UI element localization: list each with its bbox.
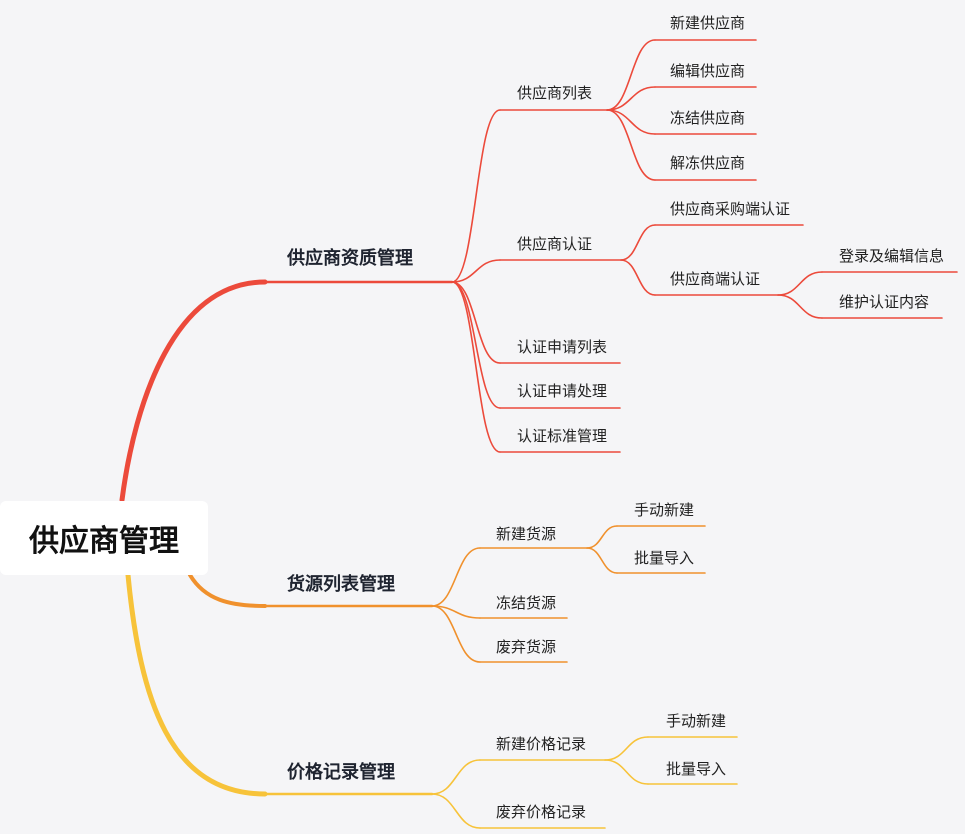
- link-b1-l2-1: [451, 259, 501, 283]
- link-b3-new-0: [604, 736, 649, 761]
- node-purchaser-certification[interactable]: 供应商采购端认证: [670, 200, 791, 218]
- node-new-source[interactable]: 新建货源: [496, 525, 557, 543]
- link-b1-cert-0: [620, 224, 656, 261]
- node-supplier-certification[interactable]: 供应商认证: [517, 235, 593, 253]
- link-b1-l2-2: [451, 281, 501, 364]
- link-b1-l2-4: [451, 281, 501, 453]
- node-source-manual-create[interactable]: 手动新建: [634, 501, 695, 519]
- link-b1-list-2: [606, 109, 656, 135]
- link-b2-new-0: [586, 525, 618, 549]
- link-b3-l2-1: [431, 793, 481, 829]
- link-b1-list-0: [606, 39, 656, 111]
- link-b1-cert-1: [620, 259, 656, 296]
- branch-source-list-management[interactable]: 货源列表管理: [287, 574, 395, 595]
- trunk-link-2: [188, 573, 267, 608]
- node-maintain-cert-content[interactable]: 维护认证内容: [839, 293, 930, 311]
- node-edit-supplier[interactable]: 编辑供应商: [670, 62, 746, 80]
- node-source-batch-import[interactable]: 批量导入: [634, 549, 695, 567]
- link-b3-l2-0: [431, 759, 481, 795]
- node-new-price-record[interactable]: 新建价格记录: [496, 735, 587, 753]
- node-cert-standard-management[interactable]: 认证标准管理: [517, 427, 608, 445]
- link-b1-side-0: [777, 271, 823, 296]
- branch-price-record-management[interactable]: 价格记录管理: [287, 762, 395, 783]
- node-supplier-side-certification[interactable]: 供应商端认证: [670, 270, 761, 288]
- link-b1-list-3: [606, 109, 656, 181]
- trunk-link-3: [125, 572, 268, 797]
- node-discard-source[interactable]: 废弃货源: [496, 638, 557, 656]
- trunk-link-1: [119, 279, 268, 503]
- link-b3-new-1: [604, 759, 649, 785]
- node-freeze-source[interactable]: 冻结货源: [496, 594, 557, 612]
- node-cert-application-process[interactable]: 认证申请处理: [517, 382, 608, 400]
- node-new-supplier[interactable]: 新建供应商: [670, 14, 746, 32]
- root-node[interactable]: 供应商管理: [0, 501, 208, 575]
- link-b2-new-1: [586, 547, 618, 574]
- node-cert-application-list[interactable]: 认证申请列表: [517, 338, 608, 356]
- node-freeze-supplier[interactable]: 冻结供应商: [670, 109, 746, 127]
- link-b1-side-1: [777, 294, 823, 319]
- node-login-edit-info[interactable]: 登录及编辑信息: [839, 247, 945, 265]
- link-b1-l2-0: [451, 109, 501, 283]
- link-b1-list-1: [606, 86, 656, 111]
- link-b2-l2-2: [431, 605, 481, 663]
- link-b1-l2-3: [451, 281, 501, 409]
- node-price-batch-import[interactable]: 批量导入: [666, 760, 727, 778]
- node-price-manual-create[interactable]: 手动新建: [666, 712, 727, 730]
- node-supplier-list[interactable]: 供应商列表: [517, 84, 593, 102]
- link-b2-l2-0: [431, 547, 481, 607]
- node-discard-price-record[interactable]: 废弃价格记录: [496, 803, 587, 821]
- node-unfreeze-supplier[interactable]: 解冻供应商: [670, 154, 746, 172]
- branch-supplier-qualification[interactable]: 供应商资质管理: [287, 248, 413, 269]
